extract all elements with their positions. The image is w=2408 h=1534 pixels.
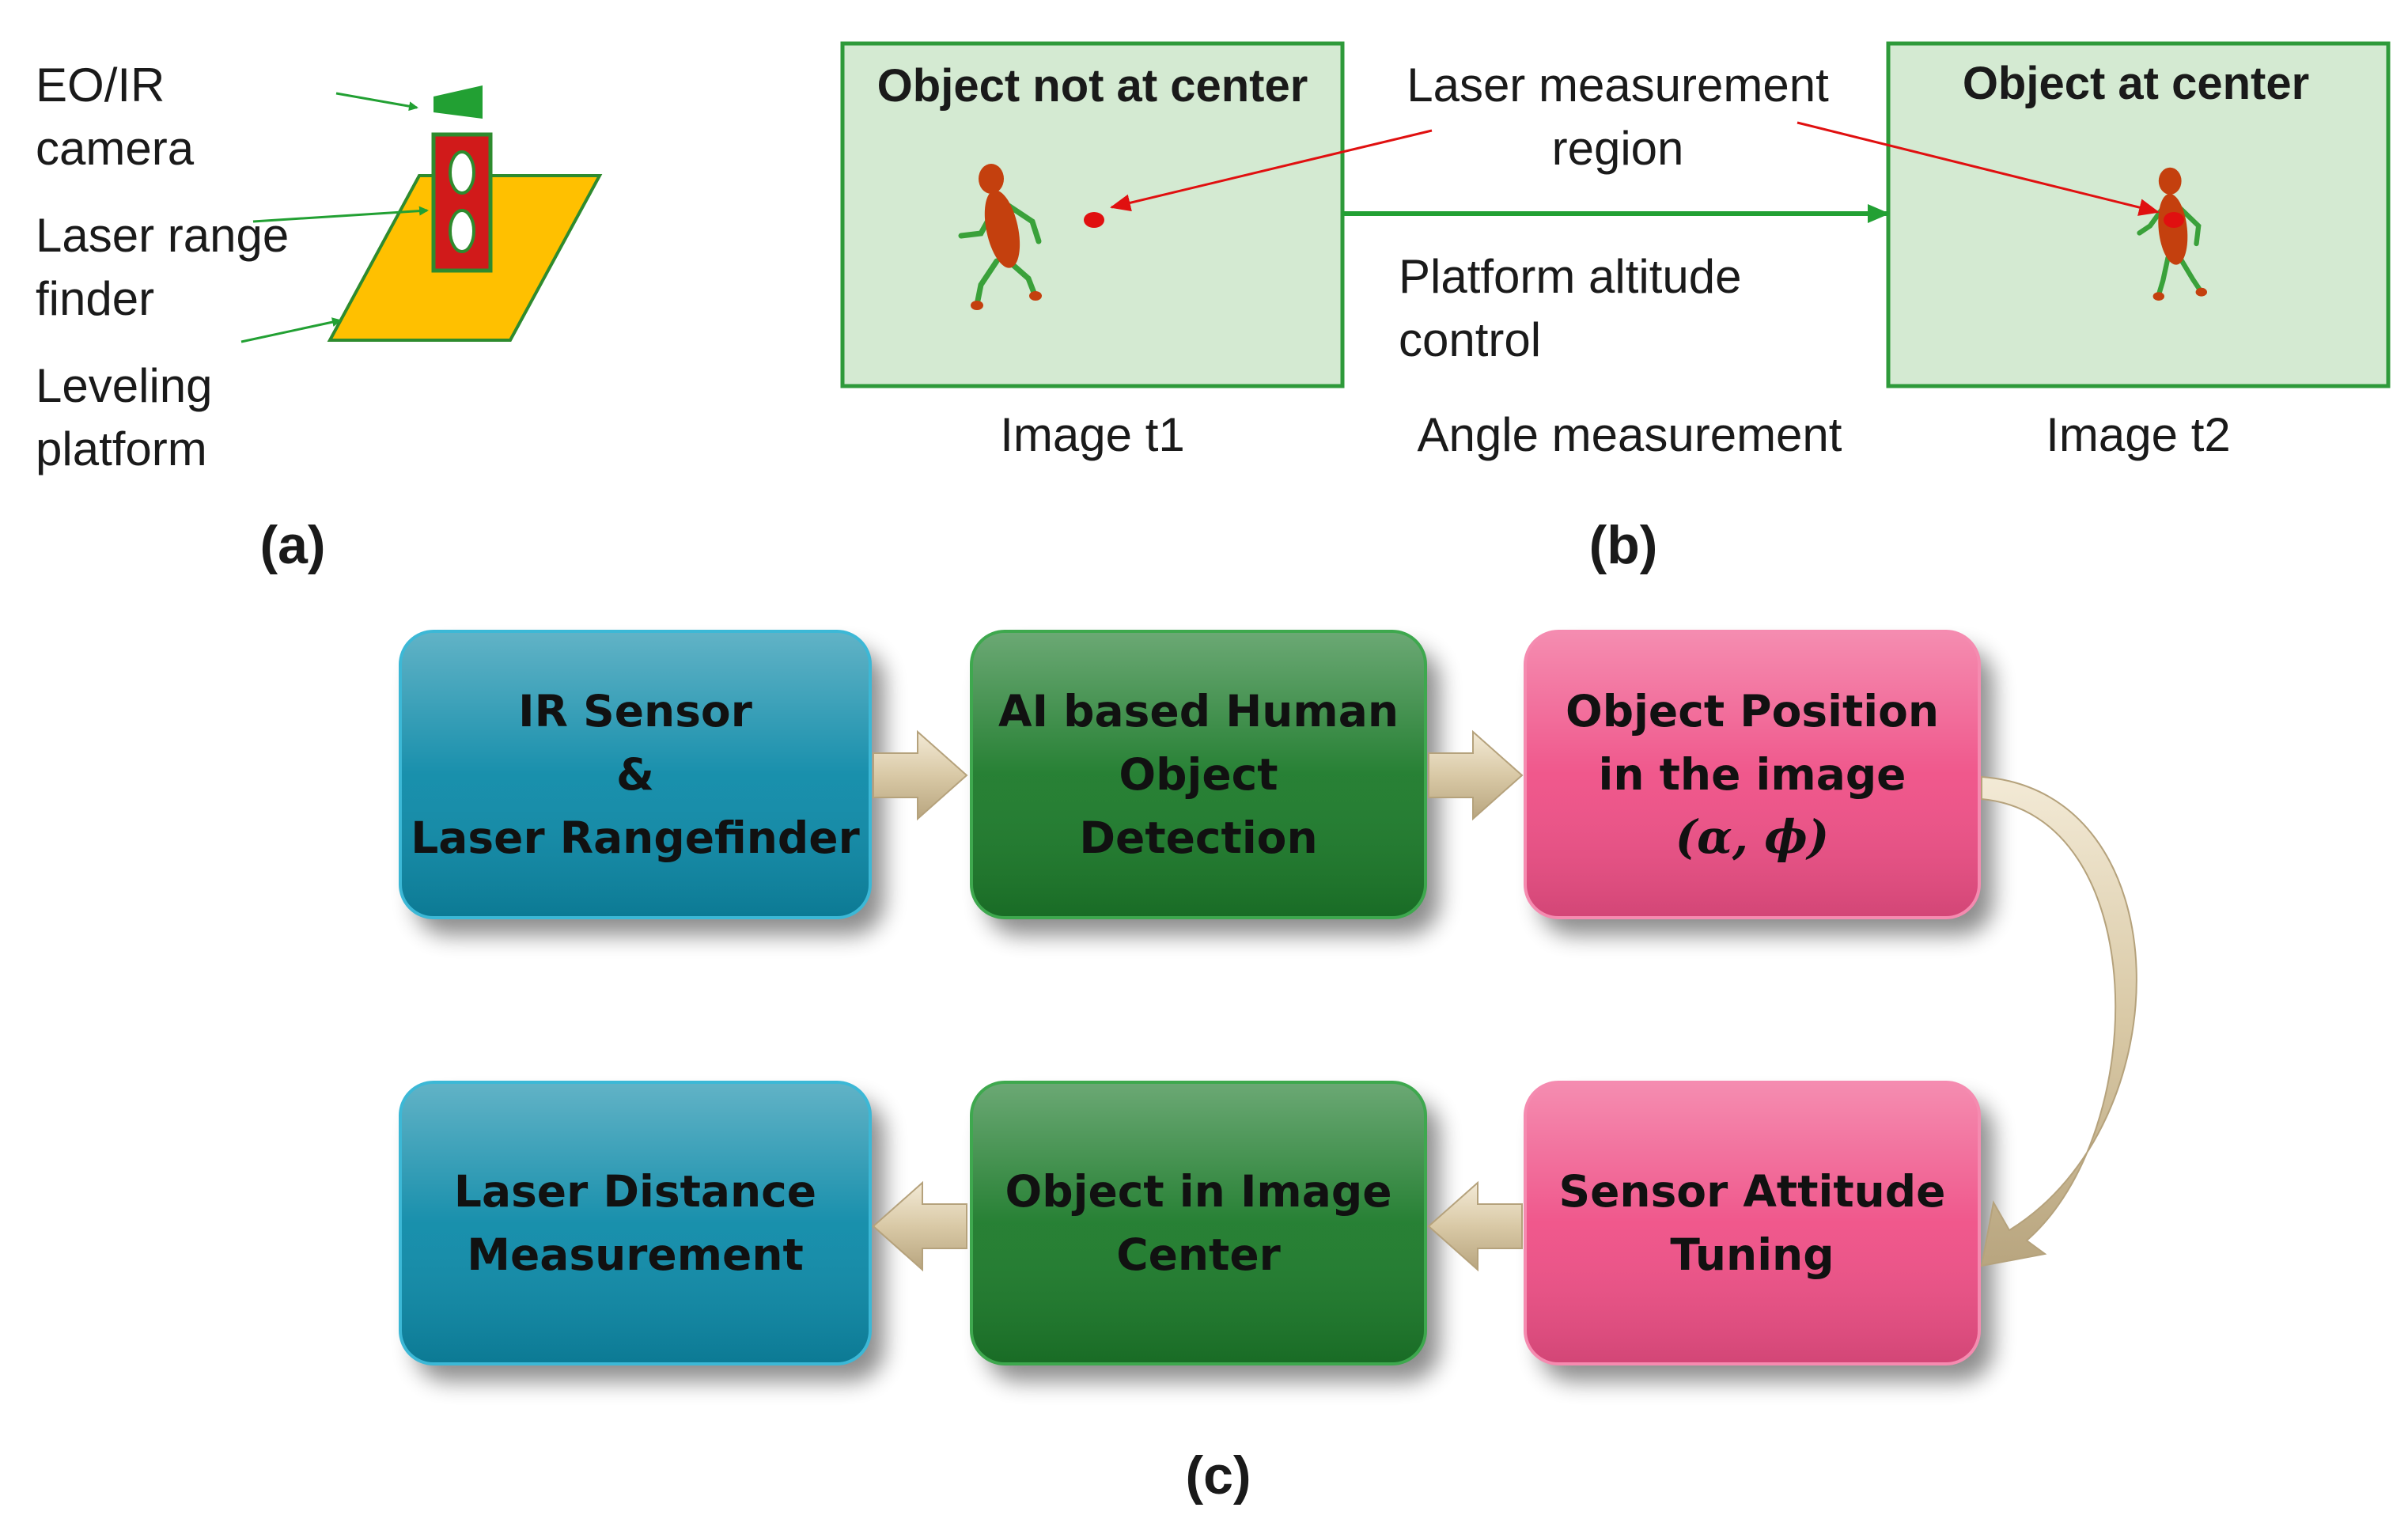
flow-arrow-left-2 — [872, 1180, 967, 1272]
image1-caption: Image t1 — [1000, 408, 1184, 461]
box-sensor-attitude-line-2: Tuning — [1670, 1229, 1834, 1280]
box-ir-sensor-line-2: & — [616, 749, 654, 800]
panel-a-label: (a) — [259, 515, 325, 575]
camera-label-line-2: camera — [36, 122, 195, 175]
flow-arrow-right-2 — [1428, 729, 1524, 821]
curved-flow-arrow — [1980, 775, 2137, 1267]
box-object-position-line-2: in the image — [1598, 749, 1906, 800]
finder-label-line-2: finder — [36, 272, 154, 325]
flow-arrow-left-1 — [1427, 1180, 1523, 1272]
laser-arrow-to-t2 — [1797, 121, 2160, 216]
box-laser-distance-line-2: Measurement — [467, 1229, 804, 1280]
finder-label-line-1: Laser range — [36, 209, 289, 262]
camera-label-line-1: EO/IR — [36, 59, 165, 112]
flow-arrow-right-1 — [873, 729, 968, 821]
platform-label-line-2: platform — [36, 422, 207, 475]
altitude-label-line-1: Platform altitude — [1399, 250, 1742, 303]
box-ai-detection: AI based Human Object Detection — [970, 630, 1427, 919]
running-person-icon — [958, 164, 1042, 310]
box-object-center-line-2: Center — [1116, 1229, 1281, 1280]
platform-label-line-1: Leveling — [36, 359, 213, 412]
platform-pointer-arrow — [240, 317, 342, 343]
angle-label: Angle measurement — [1418, 408, 1842, 461]
finder-lens-top — [449, 150, 475, 195]
box-object-position-line-1: Object Position — [1566, 686, 1939, 737]
laser-spot-off-center — [1084, 212, 1104, 228]
camera-pointer-arrow — [335, 92, 418, 112]
box-sensor-attitude-line-1: Sensor Attitude — [1559, 1166, 1946, 1217]
box-laser-distance-line-1: Laser Distance — [454, 1166, 816, 1217]
panel-c-label: (c) — [1185, 1445, 1251, 1506]
laser-spot-center — [2164, 212, 2184, 228]
running-person-icon — [2137, 167, 2207, 301]
box-sensor-attitude: Sensor Attitude Tuning — [1524, 1081, 1981, 1365]
panel-a: EO/IR camera Laser range finder Leveling… — [36, 59, 603, 575]
finder-lens-bottom — [449, 209, 475, 253]
finder-pointer-arrow — [252, 206, 429, 223]
box-ir-sensor-line-3: Laser Rangefinder — [411, 812, 859, 863]
box-ai-detection-line-3: Detection — [1079, 812, 1317, 863]
box-ai-detection-line-2: Object — [1119, 749, 1278, 800]
box-ai-detection-line-1: AI based Human — [998, 686, 1399, 737]
panel-c: IR Sensor & Laser Rangefinder AI based H… — [399, 630, 2137, 1506]
laser-region-label-line-1: Laser measurement — [1407, 59, 1829, 112]
box-object-center: Object in Image Center — [970, 1081, 1427, 1365]
laser-region-label-line-2: region — [1552, 122, 1684, 175]
image2-caption: Image t2 — [2046, 408, 2230, 461]
frame1-title: Object not at center — [877, 60, 1308, 112]
angle-coordinates: (α, ϕ) — [1675, 810, 1830, 864]
box-ir-sensor: IR Sensor & Laser Rangefinder — [399, 630, 872, 919]
box-ir-sensor-line-1: IR Sensor — [518, 686, 752, 737]
box-laser-distance: Laser Distance Measurement — [399, 1081, 872, 1365]
altitude-label-line-2: control — [1399, 313, 1541, 366]
panel-b-label: (b) — [1589, 515, 1658, 575]
camera-shape — [434, 85, 483, 119]
frame2-title: Object at center — [1963, 58, 2309, 109]
laser-arrow-to-t1 — [1110, 129, 1433, 212]
panel-b: Object not at center Object at center — [840, 41, 2391, 575]
box-object-position: Object Position in the image (α, ϕ) — [1524, 630, 1981, 919]
box-object-center-line-1: Object in Image — [1005, 1166, 1391, 1217]
